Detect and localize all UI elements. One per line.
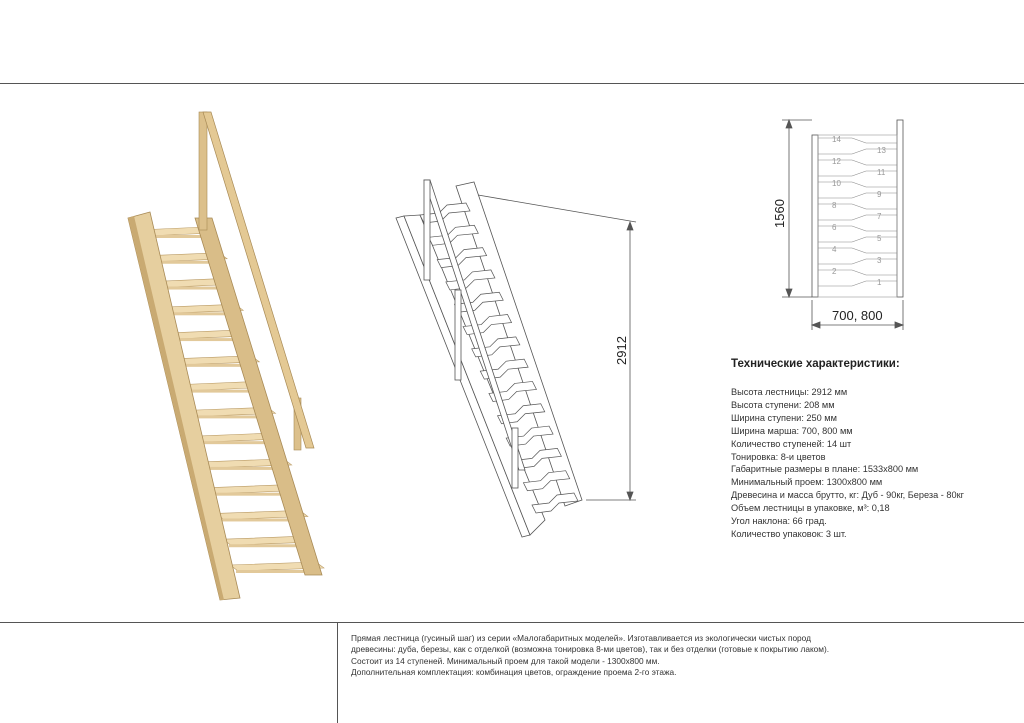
front-stringer [127, 211, 241, 601]
plan-step-number: 3 [877, 256, 882, 265]
height-dimension [477, 194, 637, 502]
spec-line: Количество ступеней: 14 шт [731, 438, 852, 449]
spec-line: Габаритные размеры в плане: 1533х800 мм [731, 464, 919, 475]
plan-step-number: 6 [832, 223, 837, 232]
product-description: Прямая лестница (гусиный шаг) из серии «… [351, 633, 871, 679]
stair-tread-edge [236, 570, 316, 573]
plan-step-line [818, 137, 897, 144]
plan-step-line [818, 214, 897, 221]
plan-step-number: 4 [832, 245, 837, 254]
description-line: Дополнительная комплектация: комбинация … [351, 667, 677, 678]
plan-step-number: 2 [832, 267, 837, 276]
plan-step-number: 14 [832, 135, 841, 144]
stair-tread-outline [428, 224, 479, 246]
footer-divider [337, 622, 338, 723]
spec-line: Объем лестницы в упаковке, м³: 0,18 [731, 503, 890, 514]
description-line: Прямая лестница (гусиный шаг) из серии «… [351, 633, 811, 643]
description-line: древесины: дуба, березы, как с отделкой … [351, 644, 830, 655]
plan-step-number: 7 [877, 212, 882, 221]
bottom-divider [0, 622, 1024, 623]
plan-step-number: 11 [877, 168, 886, 177]
stair-tread-edge [172, 338, 244, 342]
stair-tread-edge [186, 389, 260, 393]
plan-step-number: 12 [832, 157, 841, 166]
top-divider [0, 83, 1024, 84]
staircase-render [127, 111, 325, 601]
plan-step-number: 10 [832, 179, 841, 188]
spec-line: Высота ступени: 208 мм [731, 399, 835, 410]
stair-tread-edge [144, 235, 211, 238]
stair-tread-outline [531, 492, 579, 514]
technical-specs: Технические характеристики: Высота лестн… [731, 358, 1021, 541]
plan-step-line [818, 236, 897, 243]
plan-width-label: 700, 800 [832, 308, 883, 323]
description-line: Состоит из 14 ступеней. Минимальный прое… [351, 655, 660, 666]
handrail-post [198, 111, 208, 231]
spec-line: Угол наклона: 66 град. [731, 516, 827, 527]
staircase-line-drawing [395, 179, 583, 538]
spec-line: Высота лестницы: 2912 мм [731, 387, 848, 397]
specs-list: Высота лестницы: 2912 мм Высота ступени: … [731, 386, 1021, 541]
plan-step-number: 5 [877, 234, 882, 243]
stair-tread-edge [158, 286, 228, 290]
stair-tread-edge [193, 415, 268, 419]
plan-step-line [818, 258, 897, 265]
spec-line: Древесина и масса брутто, кг: Дуб - 90кг… [731, 490, 964, 501]
plan-step-number: 1 [877, 278, 882, 287]
stair-tread-edge [228, 544, 308, 548]
height-dimension-label: 2912 [614, 336, 629, 365]
spec-line: Тонировка: 8-и цветов [731, 451, 826, 462]
stair-treads [137, 226, 325, 573]
stair-tread-edge [221, 518, 300, 522]
stair-tread-outline [522, 470, 571, 492]
stair-tread-outline [445, 269, 496, 291]
stair-tread-edge [200, 441, 276, 445]
stair-tread [229, 561, 325, 572]
stair-tread-edge [151, 260, 220, 264]
stair-tread-edge [207, 466, 284, 470]
plan-step-line [818, 269, 897, 276]
plan-height-label: 1560 [772, 199, 787, 228]
stair-tread-edge [179, 363, 252, 367]
plan-step-line [818, 159, 897, 166]
plan-height-dimension [782, 118, 812, 299]
handrail [202, 111, 315, 449]
plan-step-line [818, 148, 897, 155]
plan-step-line [818, 181, 897, 188]
plan-step-line [818, 280, 897, 287]
stair-tread-edge [214, 492, 292, 496]
plan-step-line [818, 192, 897, 199]
stair-tread-edge [165, 312, 236, 316]
plan-step-line [818, 203, 897, 210]
plan-step-number: 13 [877, 146, 886, 155]
specs-title: Технические характеристики: [731, 358, 900, 370]
spec-line: Ширина марша: 700, 800 мм [731, 425, 853, 436]
plan-step-line [818, 225, 897, 232]
plan-step-line [818, 170, 897, 177]
description-text: Прямая лестница (гусиный шаг) из серии «… [351, 633, 871, 679]
plan-step-number: 9 [877, 190, 882, 199]
stair-tread-outline [436, 247, 488, 268]
plan-step-line [818, 247, 897, 254]
spec-line: Ширина ступени: 250 мм [731, 412, 837, 423]
spec-line: Количество упаковок: 3 шт. [731, 528, 847, 539]
plan-step-number: 8 [832, 201, 837, 210]
plan-width-dimension [810, 300, 905, 330]
spec-line: Минимальный проем: 1300х800 мм [731, 477, 883, 488]
